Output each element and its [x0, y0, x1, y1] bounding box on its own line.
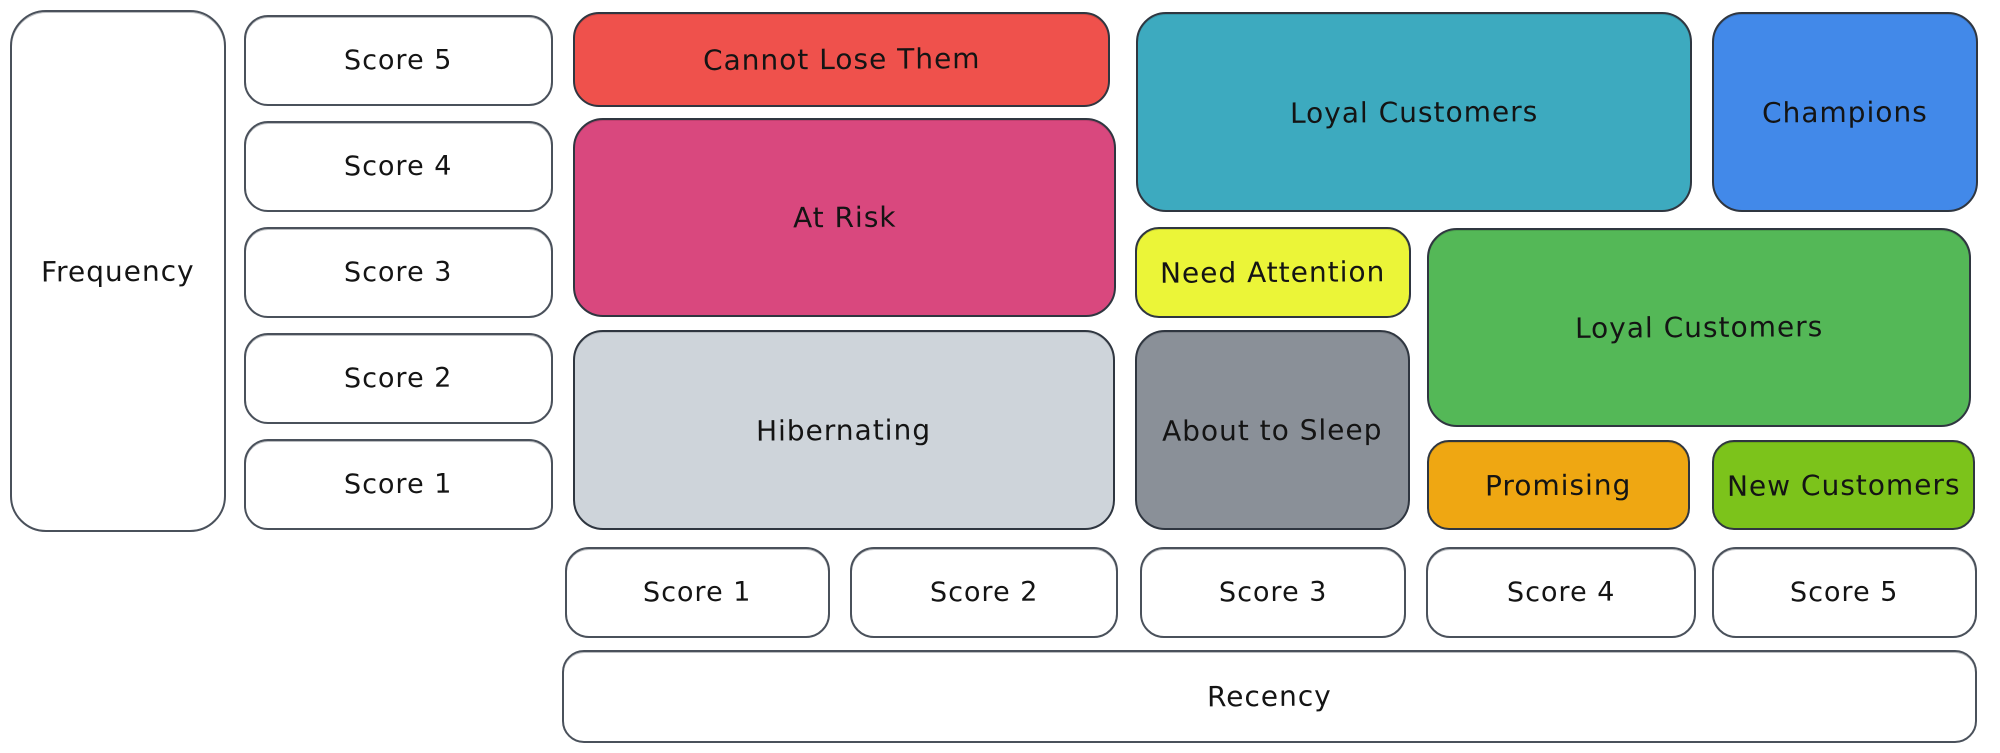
segment-loyal-customers-right: Loyal Customers: [1427, 228, 1971, 427]
frequency-score-3-label: Score 3: [344, 256, 453, 289]
recency-score-1-box: Score 1: [565, 547, 830, 638]
segment-need-attention-label: Need Attention: [1160, 255, 1386, 290]
frequency-score-1-label: Score 1: [344, 468, 453, 501]
recency-score-3-label: Score 3: [1218, 576, 1328, 609]
segment-new-customers-label: New Customers: [1726, 467, 1961, 503]
frequency-score-4-label: Score 4: [344, 150, 453, 183]
segment-at-risk: At Risk: [573, 118, 1116, 317]
segment-about-to-sleep-label: About to Sleep: [1162, 412, 1383, 448]
frequency-score-2-label: Score 2: [344, 362, 453, 395]
recency-score-2-box: Score 2: [850, 547, 1118, 638]
frequency-score-1-box: Score 1: [244, 439, 553, 530]
recency-score-5-box: Score 5: [1712, 547, 1977, 638]
segment-loyal-customers-top-label: Loyal Customers: [1289, 94, 1539, 130]
segment-champions-label: Champions: [1762, 94, 1928, 130]
segment-hibernating-label: Hibernating: [756, 412, 932, 448]
segment-loyal-customers-top: Loyal Customers: [1136, 12, 1692, 212]
frequency-score-3-box: Score 3: [244, 227, 553, 318]
frequency-axis-box: Frequency: [10, 10, 226, 532]
segment-cannot-lose-them-label: Cannot Lose Them: [702, 42, 981, 77]
segment-champions: Champions: [1712, 12, 1978, 212]
segment-new-customers: New Customers: [1712, 440, 1975, 530]
recency-axis-label: Recency: [1206, 679, 1332, 714]
recency-score-4-box: Score 4: [1426, 547, 1696, 638]
segment-promising-label: Promising: [1485, 467, 1632, 503]
recency-axis-box: Recency: [562, 650, 1977, 743]
recency-score-2-label: Score 2: [929, 576, 1039, 609]
segment-about-to-sleep: About to Sleep: [1135, 330, 1410, 530]
frequency-score-5-box: Score 5: [244, 15, 553, 106]
segment-need-attention: Need Attention: [1135, 227, 1411, 318]
frequency-score-2-box: Score 2: [244, 333, 553, 424]
segment-cannot-lose-them: Cannot Lose Them: [573, 12, 1110, 107]
segment-loyal-customers-right-label: Loyal Customers: [1574, 310, 1824, 345]
segment-promising: Promising: [1427, 440, 1690, 530]
segment-at-risk-label: At Risk: [792, 200, 897, 235]
recency-score-5-label: Score 5: [1790, 576, 1899, 609]
recency-score-1-label: Score 1: [643, 576, 752, 609]
frequency-axis-label: Frequency: [41, 253, 195, 289]
frequency-score-4-box: Score 4: [244, 121, 553, 212]
frequency-score-5-label: Score 5: [344, 44, 453, 77]
recency-score-3-box: Score 3: [1140, 547, 1406, 638]
segment-hibernating: Hibernating: [573, 330, 1115, 530]
recency-score-4-label: Score 4: [1506, 576, 1616, 609]
